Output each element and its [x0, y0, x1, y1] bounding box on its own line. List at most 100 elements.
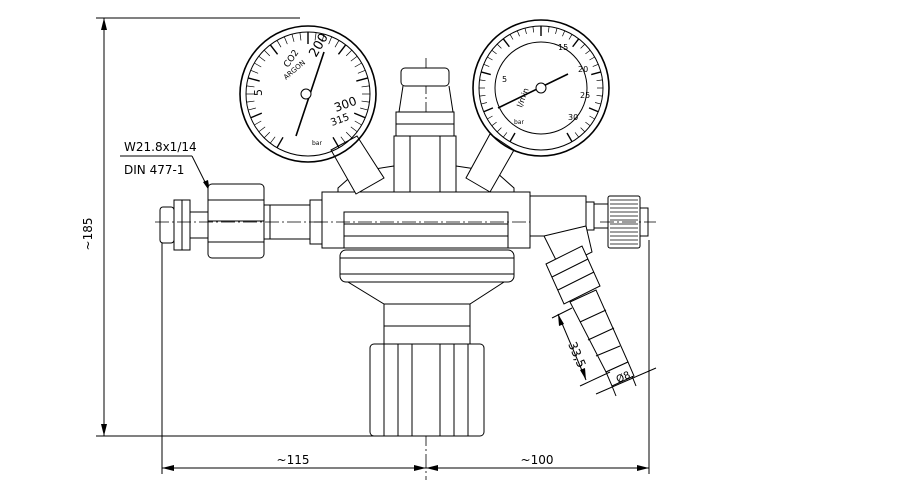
gauge-tick	[269, 136, 276, 144]
right-gauge-unit-label-2: bar	[514, 119, 524, 126]
gauge-tick	[291, 34, 295, 42]
dimension-width: ~115 ~100	[161, 222, 650, 474]
gauge-tick	[509, 34, 514, 40]
width-right-dimension-label: ~100	[521, 453, 554, 467]
gauge-tick	[491, 121, 497, 127]
regulator-body	[314, 67, 600, 437]
gauge-tick	[480, 71, 491, 76]
gauge-tick	[566, 132, 573, 143]
gauge-tick	[588, 107, 599, 113]
gauge-tick	[481, 102, 487, 105]
left-gauge-scale-315: 315	[329, 112, 351, 129]
gauge-tick	[547, 26, 550, 33]
gauge-tick	[345, 131, 353, 139]
gauge-tick	[483, 107, 494, 113]
gauge-tick	[299, 32, 302, 41]
gauge-tick	[596, 79, 603, 82]
right-gauge-scale-30: 30	[568, 113, 578, 122]
width-left-dimension-label: ~115	[277, 453, 310, 467]
right-gauge-scale-20: 20	[578, 65, 588, 74]
gauge-tick	[360, 107, 368, 111]
gauge-tick	[502, 132, 508, 138]
gauge-tick	[516, 30, 520, 37]
gauge-tick	[589, 115, 595, 120]
dimension-height: ~185	[81, 17, 375, 437]
gauge-tick	[589, 56, 595, 61]
right-gauge-unit-label: l/min	[515, 87, 530, 109]
gauge-tick	[356, 77, 369, 82]
left-pressure-gauge: 5 200 300 315 CO2 ARGON bar	[239, 25, 377, 163]
outlet-valve	[529, 195, 656, 387]
gauge-tick	[502, 38, 510, 48]
gauge-tick	[283, 36, 288, 45]
gauge-tick	[574, 132, 580, 138]
inlet-annotation: W21.8x1/14 DIN 477-1	[120, 140, 211, 193]
right-gauge-scale-5: 5	[502, 75, 507, 84]
gauge-tick	[357, 69, 366, 74]
gauge-tick	[585, 121, 591, 127]
gauge-tick	[246, 85, 255, 88]
gauge-tick	[250, 112, 263, 119]
right-gauge-scale-15: 15	[558, 43, 568, 52]
gauge-tick	[350, 126, 358, 133]
hose-length-label: 33,5	[565, 340, 588, 370]
gauge-tick	[246, 100, 255, 103]
gauge-tick	[269, 44, 279, 55]
gauge-tick	[580, 127, 586, 133]
gauge-tick	[562, 30, 566, 37]
gauge-tick	[340, 136, 347, 144]
gauge-tick	[596, 94, 603, 97]
gauge-tick	[532, 26, 535, 33]
gauge-tick	[254, 62, 262, 68]
gauge-tick	[263, 131, 271, 139]
inlet-thread-label: W21.8x1/14	[124, 140, 197, 154]
inlet-standard-label: DIN 477-1	[124, 163, 184, 177]
gauge-tick	[314, 32, 317, 41]
gauge-tick	[585, 49, 591, 55]
gauge-tick	[592, 63, 599, 67]
gauge-tick	[580, 43, 586, 49]
gauge-tick	[479, 94, 486, 97]
gauge-tick	[263, 49, 271, 57]
gauge-tick	[568, 34, 573, 40]
gauge-tick	[250, 69, 259, 74]
gauge-tick	[337, 44, 347, 55]
gauge-tick	[496, 43, 502, 49]
right-flow-gauge: 5 15 20 25 30 l/min bar	[472, 19, 610, 157]
inlet-connector	[155, 183, 340, 259]
gauge-tick	[496, 127, 502, 133]
hose-diameter-label: Ø8	[614, 369, 632, 386]
gauge-tick	[247, 77, 260, 82]
gauge-tick	[491, 49, 497, 55]
gauge-tick	[487, 56, 493, 61]
gauge-tick	[321, 34, 325, 42]
gauge-tick	[483, 63, 490, 67]
gauge-tick	[487, 115, 493, 120]
gauge-tick	[276, 136, 284, 149]
gauge-tick	[350, 55, 358, 62]
gauge-tick	[332, 136, 340, 149]
gauge-tick	[248, 107, 256, 111]
gauge-tick	[354, 120, 362, 126]
gauge-tick	[276, 40, 282, 48]
gauge-tick	[555, 28, 558, 34]
gauge-tick	[509, 132, 516, 143]
gauge-tick	[258, 55, 266, 62]
left-gauge-unit-label: bar	[312, 140, 322, 147]
height-dimension-label: ~185	[81, 218, 95, 251]
gauge-tick	[334, 40, 340, 48]
gauge-tick	[361, 100, 370, 103]
gauge-tick	[524, 28, 527, 34]
gauge-tick	[595, 102, 601, 105]
left-gauge-scale-5: 5	[252, 89, 265, 96]
gauge-tick	[354, 62, 362, 68]
right-gauge-scale-25: 25	[580, 91, 590, 100]
gauge-tick	[328, 36, 333, 45]
gauge-tick	[254, 120, 262, 126]
gauge-tick	[361, 85, 370, 88]
gauge-tick	[353, 112, 366, 119]
gauge-tick	[572, 38, 580, 48]
gauge-tick	[479, 79, 486, 82]
gauge-tick	[591, 71, 602, 76]
